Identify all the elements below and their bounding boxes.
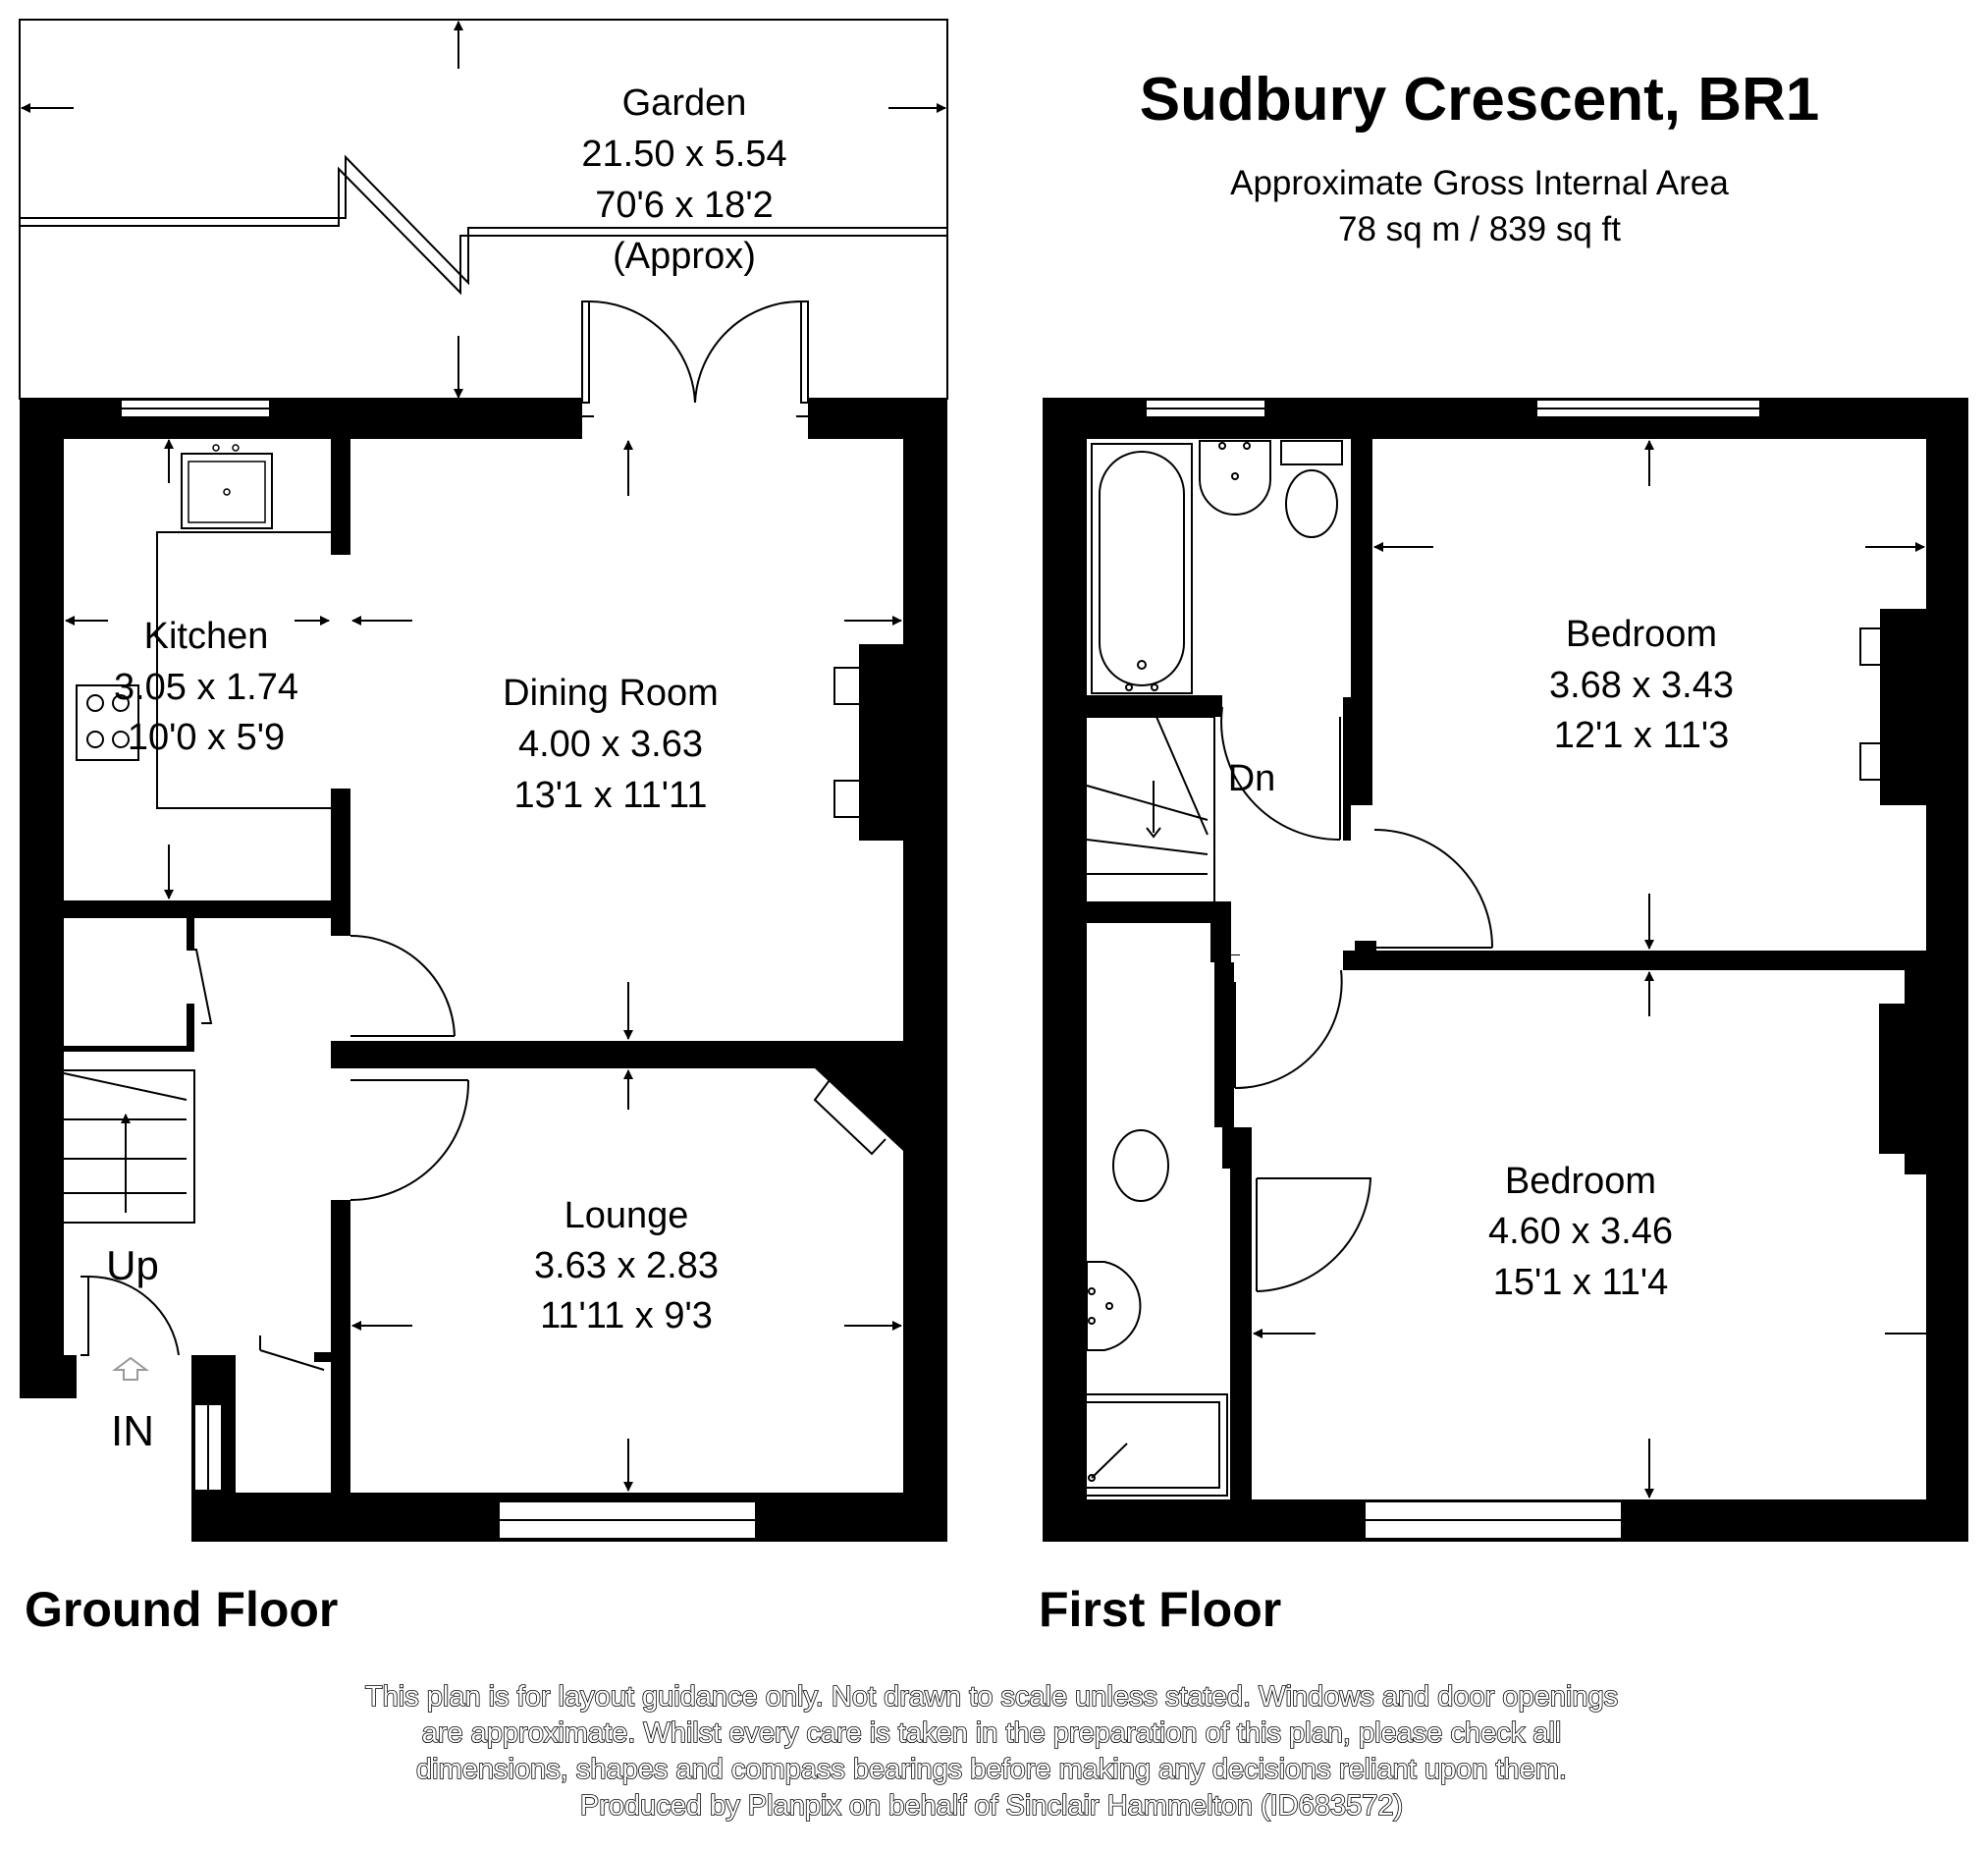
wall xyxy=(20,398,64,1380)
lounge-metric: 3.63 x 2.83 xyxy=(534,1245,719,1286)
door xyxy=(81,935,470,1371)
bedroom1-name: Bedroom xyxy=(1566,614,1717,655)
staircase xyxy=(1086,716,1215,901)
bedroom2-metric: 4.60 x 3.46 xyxy=(1488,1211,1673,1252)
wall xyxy=(20,398,582,439)
ground-floor-title: Ground Floor xyxy=(25,1582,338,1637)
kitchen-name: Kitchen xyxy=(144,616,269,657)
room-labels: Garden 21.50 x 5.54 70'6 x 18'2 (Approx)… xyxy=(106,82,1734,1455)
window xyxy=(193,1403,223,1492)
page-title: Sudbury Crescent, BR1 xyxy=(1140,66,1820,134)
lounge-imperial: 11'11 x 9'3 xyxy=(540,1295,713,1336)
kitchen-worktop xyxy=(156,444,331,809)
door xyxy=(1220,706,1493,1292)
disclaimer-line: are approximate. Whilst every care is ta… xyxy=(422,1717,1562,1749)
toilet xyxy=(1280,440,1343,538)
garden-note: (Approx) xyxy=(613,236,756,277)
disclaimer-line: Produced by Planpix on behalf of Sinclai… xyxy=(580,1790,1403,1822)
lounge-name: Lounge xyxy=(564,1195,689,1236)
stairs-up-label: Up xyxy=(106,1242,159,1288)
bedroom1-imperial: 12'1 x 11'3 xyxy=(1554,715,1730,756)
bedroom1-metric: 3.68 x 3.43 xyxy=(1549,665,1734,706)
garden-name: Garden xyxy=(622,82,747,124)
dimension-arrows xyxy=(1253,440,1945,1498)
bedroom2-name: Bedroom xyxy=(1505,1161,1656,1202)
disclaimer: This plan is for layout guidance only. N… xyxy=(364,1680,1619,1823)
dining-metric: 4.00 x 3.63 xyxy=(518,724,703,765)
garden-metric: 21.50 x 5.54 xyxy=(581,134,786,175)
window xyxy=(120,399,271,418)
basin xyxy=(1199,440,1271,516)
shower-tray xyxy=(1074,1393,1228,1497)
ground-floor-plan xyxy=(20,300,947,1542)
garden-imperial: 70'6 x 18'2 xyxy=(595,185,773,226)
kitchen-imperial: 10'0 x 5'9 xyxy=(128,717,285,758)
wall xyxy=(20,1355,77,1398)
entrance-label: IN xyxy=(111,1407,154,1455)
toilet xyxy=(1064,1126,1169,1202)
bathtub xyxy=(1091,443,1193,694)
entrance-arrow-icon xyxy=(112,1356,149,1381)
window xyxy=(1364,1500,1623,1540)
french-door xyxy=(581,300,809,439)
stairs-down-label: Dn xyxy=(1228,758,1276,799)
dining-name: Dining Room xyxy=(503,673,719,714)
wall xyxy=(903,398,947,1537)
dining-imperial: 13'1 x 11'11 xyxy=(514,775,708,816)
basin xyxy=(1086,1261,1142,1351)
kitchen-metric: 3.05 x 1.74 xyxy=(114,667,298,708)
staircase xyxy=(63,1069,195,1224)
first-floor-title: First Floor xyxy=(1039,1582,1281,1637)
first-floor-plan xyxy=(1043,398,1968,1542)
header: Sudbury Crescent, BR1 Approximate Gross … xyxy=(1140,66,1820,248)
bedroom2-imperial: 15'1 x 11'4 xyxy=(1493,1262,1669,1303)
area-value: 78 sq m / 839 sq ft xyxy=(1338,210,1621,248)
garden-area xyxy=(19,19,948,400)
area-caption: Approximate Gross Internal Area xyxy=(1230,164,1729,202)
hob xyxy=(76,684,139,761)
window xyxy=(498,1500,757,1540)
dimension-arrows xyxy=(65,439,902,1492)
window xyxy=(1145,399,1266,418)
disclaimer-line: This plan is for layout guidance only. N… xyxy=(365,1681,1618,1713)
disclaimer-line: dimensions, shapes and compass bearings … xyxy=(416,1754,1567,1785)
window xyxy=(1535,399,1761,418)
